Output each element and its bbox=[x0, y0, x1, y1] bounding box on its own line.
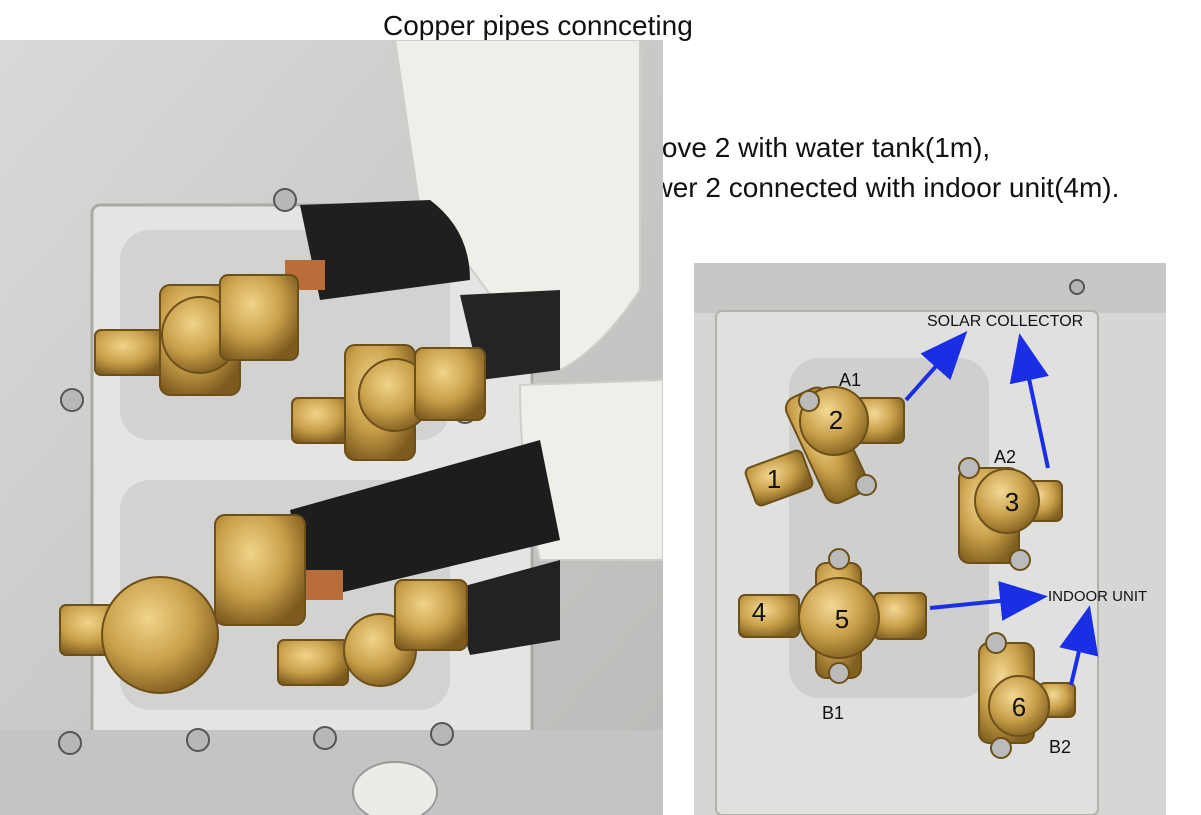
arrow-a1-to-solar bbox=[904, 331, 968, 402]
valve-2-a1 bbox=[744, 386, 905, 507]
arrow-a2-to-solar bbox=[1009, 333, 1050, 469]
label-b2: B2 bbox=[1049, 737, 1071, 757]
valve-number-3: 3 bbox=[1005, 487, 1019, 517]
valve-number-6: 6 bbox=[1012, 692, 1026, 722]
label-indoor-unit: INDOOR UNIT bbox=[1048, 588, 1147, 605]
page-title: Copper pipes connceting bbox=[383, 10, 693, 41]
valve-number-1: 1 bbox=[767, 464, 781, 494]
valve-lower-right bbox=[277, 579, 468, 687]
photo-pipes-connected bbox=[0, 40, 663, 815]
photo-valve-diagram: 1 2 3 4 5 6 SOLAR COLLECTOR INDOOR UNIT … bbox=[694, 263, 1166, 815]
valve-6-b2 bbox=[978, 632, 1076, 759]
valve-upper-left bbox=[94, 274, 299, 396]
valve-number-4: 4 bbox=[752, 597, 766, 627]
valve-lower-left bbox=[59, 514, 306, 694]
note-lower-pipes: the lower 2 connected with indoor unit(4… bbox=[584, 172, 1120, 203]
valve-number-5: 5 bbox=[835, 604, 849, 634]
valve-number-2: 2 bbox=[829, 405, 843, 435]
arrow-b2-to-indoor bbox=[1059, 605, 1099, 686]
label-solar-collector: SOLAR COLLECTOR bbox=[927, 313, 1083, 330]
valve-upper-right bbox=[291, 344, 486, 461]
label-a1: A1 bbox=[839, 370, 861, 390]
valve-3-a2 bbox=[958, 457, 1063, 571]
arrow-b1-to-indoor bbox=[929, 581, 1048, 621]
label-a2: A2 bbox=[994, 447, 1016, 467]
valve-5-b1 bbox=[738, 548, 927, 684]
label-b1: B1 bbox=[822, 703, 844, 723]
